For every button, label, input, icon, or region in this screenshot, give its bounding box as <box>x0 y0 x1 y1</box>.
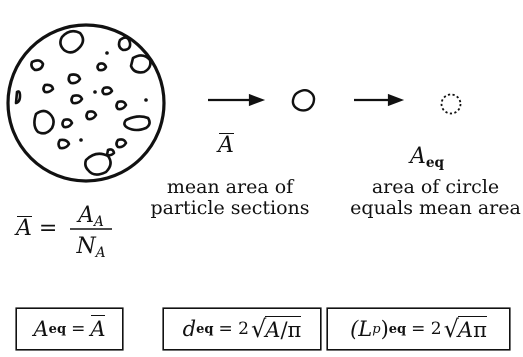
particle-section <box>101 86 114 96</box>
particle-section <box>33 109 55 135</box>
particle-dot <box>79 138 83 142</box>
arrow-to-mean-particle <box>208 93 266 107</box>
particle-section <box>30 59 45 72</box>
arrow-to-equivalent-circle <box>354 93 405 107</box>
particle-section <box>42 83 55 94</box>
equivalent-circle <box>440 93 462 115</box>
particle-section <box>57 138 71 150</box>
equivalent-area-symbol: Aeq <box>410 144 445 171</box>
particle-section <box>14 90 22 105</box>
mean-area-symbol: A <box>218 133 234 158</box>
caption-mean-area: mean area of particle sections <box>150 176 310 219</box>
particle-sections <box>14 29 152 176</box>
particle-dot <box>105 51 109 55</box>
particle-section <box>67 73 82 85</box>
mean-area-denominator: NA <box>76 234 106 261</box>
particle-section <box>70 94 84 105</box>
specimen-circle <box>6 23 166 183</box>
particle-section <box>115 138 128 149</box>
mean-particle-shape <box>291 89 316 112</box>
particle-dots <box>79 51 148 142</box>
particle-section <box>61 118 74 129</box>
particle-section <box>84 152 112 176</box>
mean-area-numerator: AA <box>78 203 104 230</box>
particle-section <box>85 110 98 121</box>
caption-equivalent-area: area of circle equals mean area <box>350 176 521 219</box>
particle-section <box>123 115 151 132</box>
particle-section <box>105 148 116 157</box>
particle-section <box>117 36 132 52</box>
mean-area-equation-lhs: A = <box>16 216 58 241</box>
particle-dot <box>144 98 148 102</box>
particle-section <box>115 100 128 111</box>
particle-section <box>96 62 108 72</box>
particle-dot <box>93 90 97 94</box>
particle-section <box>59 29 85 54</box>
particle-section <box>129 54 152 74</box>
